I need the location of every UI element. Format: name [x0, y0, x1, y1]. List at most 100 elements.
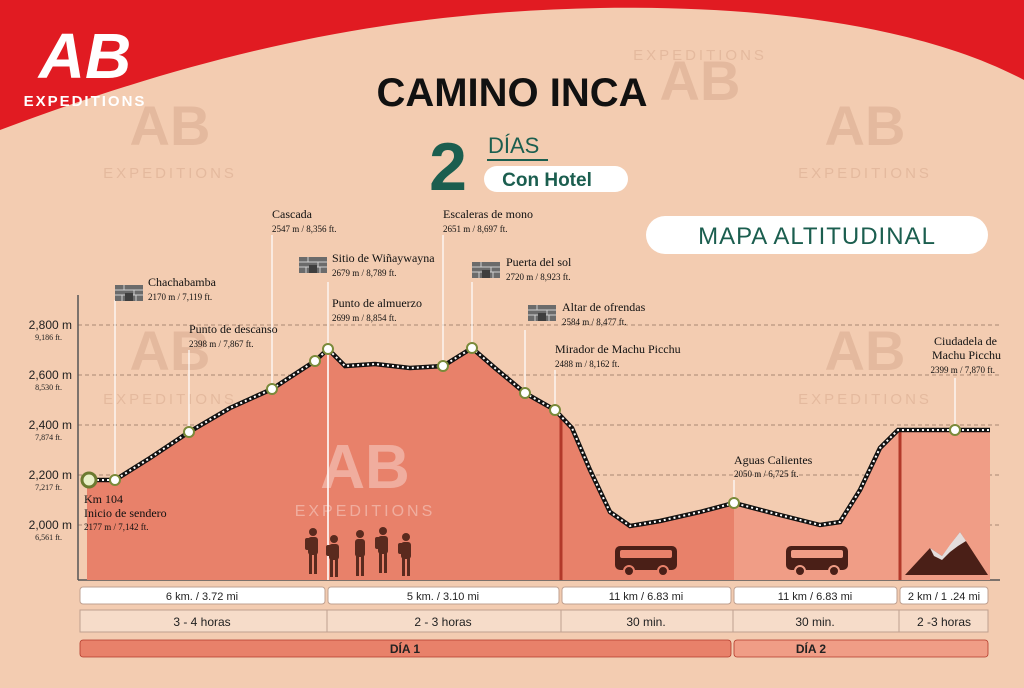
waypoint-altitude: 2398 m / 7,867 ft. [189, 339, 254, 349]
waypoint-name: Punto de descanso [189, 322, 278, 336]
y-tick-label: 2,600 m [29, 368, 72, 382]
segment-duration: 2 - 3 horas [414, 615, 471, 629]
watermark-subtitle: EXPEDITIONS [633, 47, 767, 64]
waypoint-name: Aguas Calientes [734, 453, 813, 467]
waypoint-altitude: 2547 m / 8,356 ft. [272, 224, 337, 234]
waypoint-marker [728, 497, 740, 509]
waypoint-name: Chachabamba [148, 275, 217, 289]
waypoint-altitude: 2584 m / 8,477 ft. [562, 317, 627, 327]
map-badge: MAPA ALTITUDINAL [698, 223, 936, 250]
waypoint-marker [322, 343, 334, 355]
segment-duration: 2 -3 horas [917, 615, 971, 629]
waypoint-marker [437, 360, 449, 372]
waypoint-marker [549, 404, 561, 416]
hikers-icon [305, 527, 411, 577]
watermark-logo: AB [130, 94, 211, 157]
trail-line-dashes [87, 346, 990, 528]
waypoint-name: Altar de ofrendas [562, 300, 646, 314]
watermark-logo: AB [130, 319, 211, 382]
segment-duration: 30 min. [795, 615, 834, 629]
waypoint-altitude: 2720 m / 8,923 ft. [506, 272, 571, 282]
waypoint-marker [80, 471, 98, 489]
day-row: DÍA 1 DÍA 2 [79, 639, 989, 658]
watermark-logo: AB [825, 94, 906, 157]
days-number: 2 [429, 129, 467, 205]
ruins-icon [528, 305, 556, 321]
distance-row: 6 km. / 3.72 mi 5 km. / 3.10 mi 11 km / … [79, 586, 989, 605]
waypoint-altitude: 2651 m / 8,697 ft. [443, 224, 508, 234]
waypoint-marker [519, 387, 531, 399]
y-tick-label: 2,800 m [29, 318, 72, 332]
duration-row: 3 - 4 horas 2 - 3 horas 30 min. 30 min. … [79, 609, 989, 633]
watermark-logo: AB [825, 319, 906, 382]
waypoint-marker [109, 474, 121, 486]
ruins-icon [299, 257, 327, 273]
watermark-subtitle: EXPEDITIONS [103, 165, 237, 182]
watermark-logo: AB [660, 49, 741, 112]
ruins-icon [115, 285, 143, 301]
hotel-badge: Con Hotel [502, 170, 592, 191]
waypoint-marker [183, 426, 195, 438]
waypoint-name: Mirador de Machu Picchu [555, 342, 681, 356]
day1-label: DÍA 1 [390, 641, 421, 656]
y-axis-ticks: 2,800 m 9,186 ft. 2,600 m 8,530 ft. 2,40… [29, 318, 72, 542]
waypoint-name: Km 104 [84, 492, 123, 506]
watermark-subtitle: EXPEDITIONS [798, 391, 932, 408]
waypoint-name: Ciudadela de [934, 334, 997, 348]
day2-bar [733, 639, 989, 658]
segment-distance: 11 km / 6.83 mi [778, 591, 852, 603]
brand-subtitle: EXPEDITIONS [24, 93, 147, 110]
waypoint-marker [949, 424, 961, 436]
waypoint-name: Punto de almuerzo [332, 296, 422, 310]
waypoint-name: Machu Picchu [932, 348, 1001, 362]
waypoint-name: Inicio de sendero [84, 506, 167, 520]
waypoint-labels: Km 104 Inicio de sendero 2177 m / 7,142 … [84, 207, 1001, 532]
segment-distance: 6 km. / 3.72 mi [166, 591, 238, 603]
y-tick-sublabel: 8,530 ft. [35, 383, 62, 392]
segment-distance: 5 km. / 3.10 mi [407, 591, 479, 603]
segment-distance: 2 km / 1 .24 mi [908, 591, 980, 603]
waypoint-marker [266, 383, 278, 395]
y-tick-sublabel: 6,561 ft. [35, 533, 62, 542]
waypoint-name: Sitio de Wiñaywayna [332, 251, 435, 265]
y-tick-sublabel: 9,186 ft. [35, 333, 62, 342]
waypoint-name: Cascada [272, 207, 313, 221]
watermark-subtitle: EXPEDITIONS [295, 503, 436, 520]
watermark-subtitle: EXPEDITIONS [103, 391, 237, 408]
y-tick-label: 2,200 m [29, 468, 72, 482]
bus-icon [615, 546, 677, 577]
day1-bar [79, 639, 732, 658]
waypoint-altitude: 2699 m / 8,854 ft. [332, 313, 397, 323]
waypoint-altitude: 2399 m / 7,870 ft. [931, 365, 996, 375]
waypoint-markers [80, 342, 961, 509]
waypoint-altitude: 2050 m / 6,725 ft. [734, 469, 799, 479]
days-word: DÍAS [488, 133, 539, 158]
center-watermark: AB EXPEDITIONS [295, 433, 436, 520]
waypoint-altitude: 2170 m / 7,119 ft. [148, 292, 212, 302]
segment-duration: 30 min. [626, 615, 665, 629]
y-tick-label: 2,400 m [29, 418, 72, 432]
page-title: CAMINO INCA [376, 71, 647, 115]
waypoint-name: Escaleras de mono [443, 207, 533, 221]
waypoint-altitude: 2679 m / 8,789 ft. [332, 268, 397, 278]
waypoint-altitude: 2488 m / 8,162 ft. [555, 359, 620, 369]
segment-distance: 11 km / 6.83 mi [609, 591, 683, 603]
hotel-badge-bg [484, 166, 628, 192]
watermark-logo: AB [320, 433, 410, 502]
waypoint-name: Puerta del sol [506, 255, 572, 269]
watermark-subtitle: EXPEDITIONS [798, 165, 932, 182]
y-tick-sublabel: 7,874 ft. [35, 433, 62, 442]
segment-duration: 3 - 4 horas [173, 615, 230, 629]
mountain-icon [905, 532, 988, 575]
brand-logo-text: AB [37, 20, 131, 92]
bus-icon [786, 546, 848, 577]
waypoint-marker [466, 342, 478, 354]
day2-label: DÍA 2 [796, 641, 827, 656]
brand-logo: AB EXPEDITIONS [24, 20, 147, 110]
elevation-fill-day1 [87, 348, 734, 580]
map-badge-bg [646, 216, 988, 254]
waypoint-marker [309, 355, 321, 367]
ruins-icon [472, 262, 500, 278]
